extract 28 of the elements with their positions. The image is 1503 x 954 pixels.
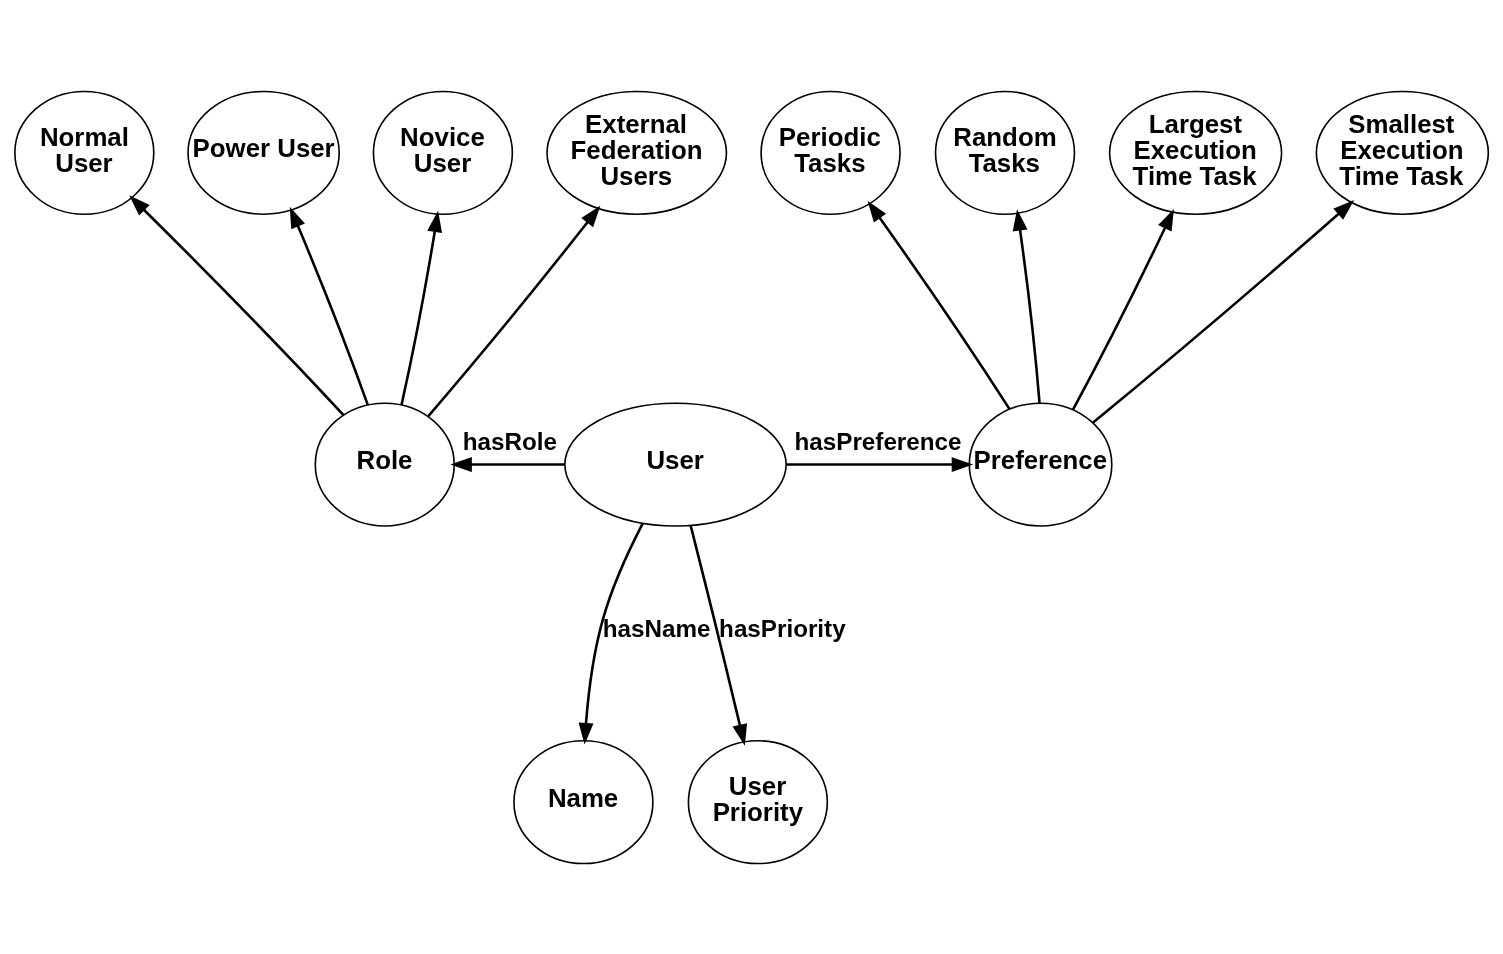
node-ellipse: Name: [513, 739, 654, 864]
edge-label: hasRole: [462, 427, 557, 455]
node-ellipse: Preference: [968, 401, 1113, 527]
node-ellipse: Largest Execution Time Task: [1108, 90, 1283, 215]
node-ellipse: Power User: [187, 90, 340, 215]
arrow: [1012, 208, 1041, 403]
arrow: [689, 525, 748, 746]
edge-label: hasPreference: [794, 427, 962, 455]
edge-label: hasName: [602, 614, 711, 642]
node-ellipse: Role: [314, 401, 455, 527]
node-ellipse: External Federation Users: [546, 90, 728, 215]
node-ellipse: Periodic Tasks: [760, 90, 901, 215]
arrow: [400, 210, 443, 405]
arrow: [427, 205, 601, 417]
arrow: [289, 206, 369, 405]
arrow: [578, 522, 644, 744]
arrow: [1092, 199, 1355, 423]
arrow: [786, 456, 974, 472]
node-ellipse: User Priority: [687, 739, 829, 864]
arrow: [450, 456, 565, 472]
node-ellipse: Novice User: [372, 90, 514, 215]
arrow: [1071, 208, 1174, 410]
arrow: [867, 200, 1011, 410]
node-ellipse: User: [564, 401, 787, 527]
edge-label: hasPriority: [719, 614, 846, 642]
node-ellipse: Smallest Execution Time Task: [1315, 90, 1490, 215]
node-ellipse: Random Tasks: [934, 90, 1076, 215]
arrow: [129, 194, 345, 416]
